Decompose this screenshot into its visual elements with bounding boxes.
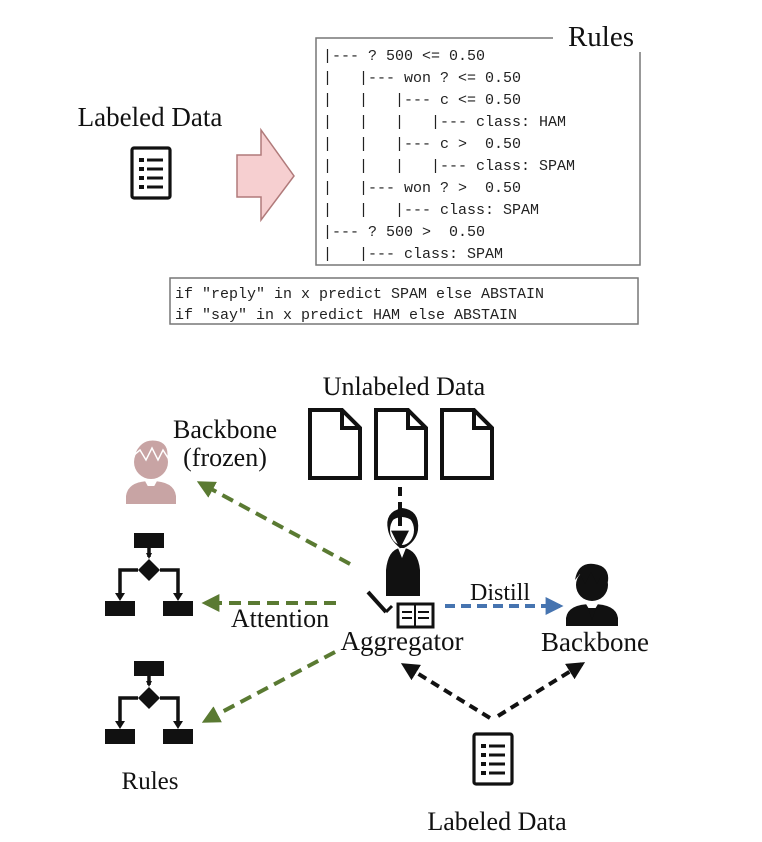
tree-line: | | |--- class: SPAM [323,202,539,219]
labeled-data-document-icon [130,146,172,200]
labeled-data-bottom-label: Labeled Data [427,807,567,836]
labeled-to-backbone-arrow [496,662,586,718]
tree-line: |--- ? 500 <= 0.50 [323,48,485,65]
decision-tree-box [315,37,641,266]
labeled-data-bottom-document-icon [472,732,514,786]
input-arrow-shape [236,127,295,223]
attention-label: Attention [231,604,329,633]
aggregator-to-frozen-backbone-arrow [196,481,351,566]
frozen-backbone-person-icon [126,439,176,504]
tree-line: | | | |--- class: SPAM [323,158,575,175]
rules-flowchart-icon [103,659,195,746]
keyword-rule-line: if "say" in x predict HAM else ABSTAIN [175,307,517,324]
document-page-icon [308,408,362,480]
distill-label: Distill [470,580,530,606]
decision-tree-lines: |--- ? 500 <= 0.50 | |--- won ? <= 0.50 … [323,48,575,263]
tree-line: |--- ? 500 > 0.50 [323,224,485,241]
frozen-backbone-sublabel: (frozen) [183,443,267,472]
frozen-backbone-label: Backbone [173,415,277,444]
tree-line: | |--- won ? <= 0.50 [323,70,521,87]
labeled-data-input-label: Labeled Data [78,102,223,132]
arrows [196,481,586,723]
unlabeled-data-label: Unlabeled Data [323,372,486,401]
student-backbone-label: Backbone [541,627,649,657]
keyword-rule-line: if "reply" in x predict SPAM else ABSTAI… [175,286,544,303]
tree-line: | |--- won ? > 0.50 [323,180,521,197]
labeled-to-aggregator-arrow [400,663,492,720]
tree-line: | | |--- c <= 0.50 [323,92,521,109]
tree-line: | | | |--- class: HAM [323,114,566,131]
aggregator-to-rules-arrow [201,650,336,723]
student-backbone-person-icon [566,563,618,626]
rules-label: Rules [122,768,179,795]
document-page-icon [374,408,428,480]
document-page-icon [440,408,494,480]
rules-title: Rules [568,21,634,53]
aggregator-label: Aggregator [341,626,464,656]
tree-line: | |--- class: SPAM [323,246,503,263]
tree-line: | | |--- c > 0.50 [323,136,521,153]
keyword-rules-box [169,277,639,325]
aggregator-teacher-icon [366,508,435,629]
unlabeled-documents-icons [308,408,494,480]
attention-flowchart-icon [103,531,195,618]
